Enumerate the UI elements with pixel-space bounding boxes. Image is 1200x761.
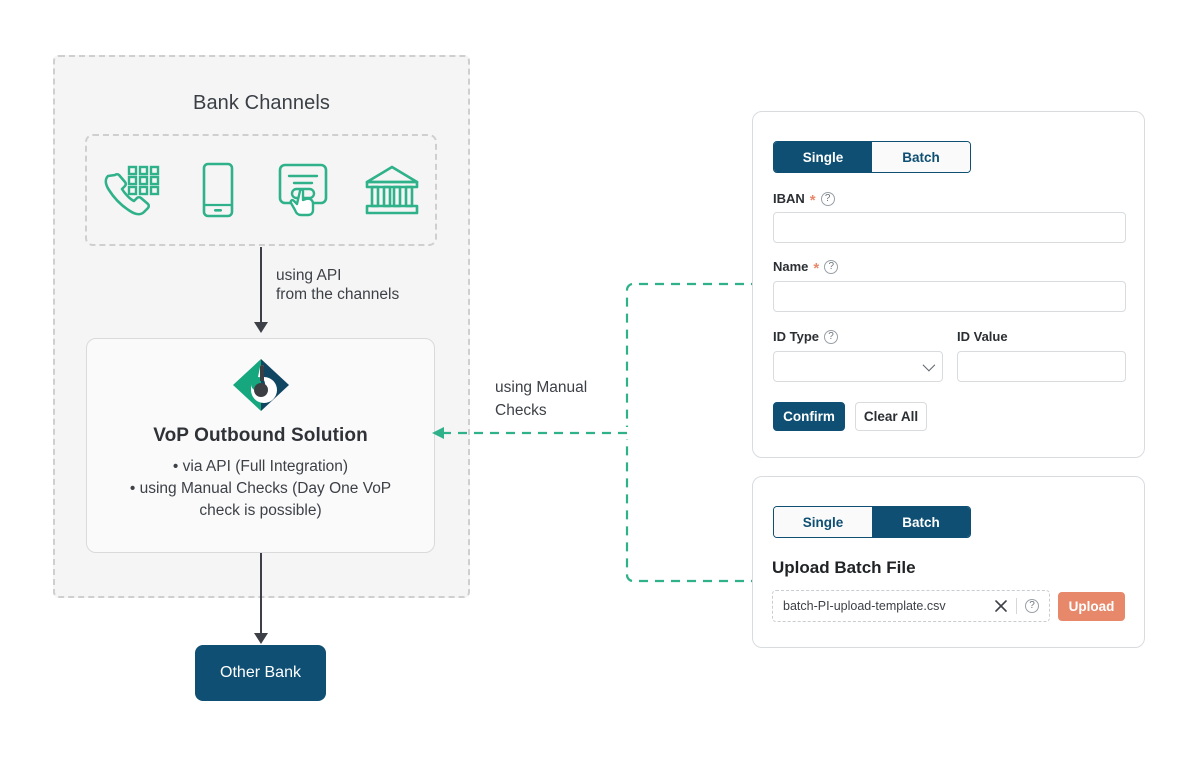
name-help-icon[interactable]: ? bbox=[824, 259, 839, 274]
bank-channels-title: Bank Channels bbox=[193, 92, 330, 114]
mobile-phone-icon bbox=[186, 158, 250, 222]
id-type-label-text: ID Type bbox=[773, 329, 819, 344]
vop-title: VoP Outbound Solution bbox=[153, 425, 368, 446]
vop-outbound-solution-card: VoP Outbound Solution • via API (Full In… bbox=[86, 338, 435, 553]
chevron-down-icon bbox=[922, 358, 936, 372]
vop-bullet-1: • via API (Full Integration) bbox=[172, 458, 349, 475]
arrowhead-channels-to-vop bbox=[254, 322, 268, 333]
id-value-label: ID Value bbox=[957, 329, 1008, 344]
upload-button[interactable]: Upload bbox=[1058, 592, 1125, 621]
id-type-help-icon[interactable]: ? bbox=[824, 329, 838, 344]
id-type-label: ID Type ? bbox=[773, 329, 838, 344]
tab-batch-bottom[interactable]: Batch bbox=[872, 507, 970, 537]
single-batch-toggle-bottom[interactable]: Single Batch bbox=[773, 506, 971, 538]
iban-input[interactable] bbox=[773, 212, 1126, 243]
vop-bullet-2: • using Manual Checks (Day One VoP bbox=[129, 480, 392, 497]
iban-label: IBAN * ? bbox=[773, 191, 835, 209]
manual-checks-connector bbox=[430, 275, 770, 600]
id-type-select[interactable] bbox=[773, 351, 943, 382]
id-value-input[interactable] bbox=[957, 351, 1126, 382]
iban-label-text: IBAN bbox=[773, 191, 805, 206]
vop-brand-logo-icon bbox=[231, 357, 291, 413]
vop-bullet-3: check is possible) bbox=[199, 502, 322, 519]
tab-single[interactable]: Single bbox=[774, 142, 872, 172]
other-bank-node: Other Bank bbox=[195, 645, 326, 701]
online-banking-click-icon bbox=[273, 158, 337, 222]
name-input[interactable] bbox=[773, 281, 1126, 312]
id-value-label-text: ID Value bbox=[957, 329, 1008, 344]
single-check-panel: Single Batch IBAN * ? Name * ? ID Type ?… bbox=[752, 111, 1145, 458]
confirm-button[interactable]: Confirm bbox=[773, 402, 845, 431]
name-label-text: Name bbox=[773, 259, 809, 274]
clear-all-button[interactable]: Clear All bbox=[855, 402, 927, 431]
using-manual-checks-label: using Manual Checks bbox=[495, 379, 588, 419]
tab-batch[interactable]: Batch bbox=[872, 142, 970, 172]
name-label: Name * ? bbox=[773, 259, 839, 277]
chip-divider bbox=[1016, 598, 1017, 614]
vop-bullet-list: • via API (Full Integration) • using Man… bbox=[101, 456, 421, 522]
connector-vop-to-other-bank bbox=[260, 553, 262, 636]
channel-icons-group bbox=[85, 134, 437, 246]
selected-file-chip: batch-PI-upload-template.csv ? bbox=[772, 590, 1050, 622]
file-name-text: batch-PI-upload-template.csv bbox=[783, 599, 946, 613]
phone-keypad-icon bbox=[99, 158, 163, 222]
upload-batch-file-title: Upload Batch File bbox=[772, 558, 916, 577]
bank-building-icon bbox=[360, 158, 424, 222]
iban-required-marker: * bbox=[809, 192, 816, 209]
using-api-label: using API from the channels bbox=[276, 267, 400, 303]
close-icon[interactable] bbox=[994, 599, 1008, 613]
upload-help-icon[interactable]: ? bbox=[1025, 599, 1039, 613]
single-batch-toggle-top[interactable]: Single Batch bbox=[773, 141, 971, 173]
iban-help-icon[interactable]: ? bbox=[820, 191, 835, 206]
tab-single-bottom[interactable]: Single bbox=[774, 507, 872, 537]
connector-channels-to-vop bbox=[260, 247, 262, 325]
name-required-marker: * bbox=[813, 260, 820, 277]
arrowhead-vop-to-other-bank bbox=[254, 633, 268, 644]
